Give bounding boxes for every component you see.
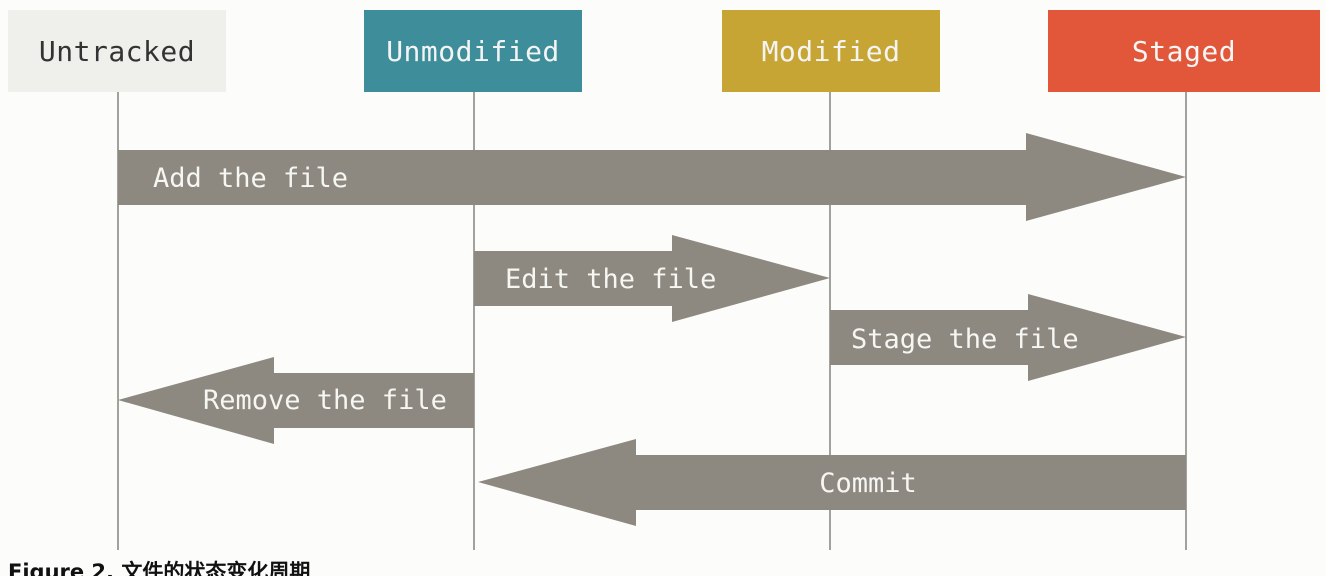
- arrow-remove-the-file: [118, 357, 474, 444]
- arrow-commit-label: Commit: [819, 468, 917, 499]
- arrow-edit-the-file: [474, 235, 830, 322]
- arrow-stage-the-file: [830, 294, 1186, 381]
- state-modified-label: Modified: [761, 34, 901, 68]
- arrow-add-label: Add the file: [153, 163, 348, 194]
- state-unmodified-label: Unmodified: [386, 34, 560, 68]
- arrow-edit-label: Edit the file: [505, 264, 716, 295]
- state-untracked: Untracked: [8, 10, 226, 92]
- arrow-commit: [478, 439, 1186, 526]
- arrow-remove-label: Remove the file: [203, 385, 447, 416]
- state-modified: Modified: [722, 10, 940, 92]
- arrow-stage-label: Stage the file: [851, 324, 1079, 355]
- state-staged-label: Staged: [1131, 34, 1237, 68]
- state-unmodified: Unmodified: [364, 10, 582, 92]
- arrow-add-the-file: [118, 133, 1186, 221]
- figure-caption: Figure 2. 文件的状态变化周期: [8, 560, 311, 576]
- state-untracked-label: Untracked: [38, 34, 196, 68]
- state-staged: Staged: [1048, 10, 1320, 92]
